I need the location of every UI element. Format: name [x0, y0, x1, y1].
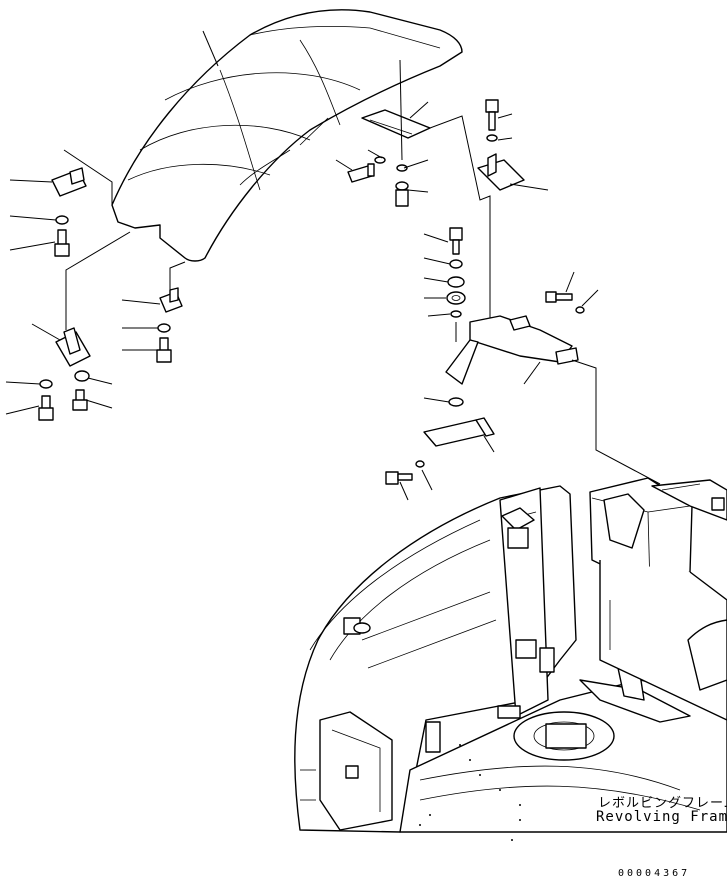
bolt-top-center-a [335, 149, 386, 183]
bolt-top-center-b [395, 159, 429, 207]
bolt-left-middle [122, 337, 172, 363]
bracket-center-lower [423, 417, 495, 453]
bolt-center-right [545, 271, 599, 314]
fender-cover [111, 9, 463, 262]
leader-left-link-a [65, 231, 131, 330]
washer-center-stack-b [423, 276, 465, 288]
washer-left-middle [122, 323, 171, 333]
frame-detail-dots [419, 744, 521, 841]
revolving-frame-label-en: Revolving Frame [596, 809, 727, 825]
leader-top-right-link [429, 115, 491, 320]
bracket-left-middle [121, 261, 186, 313]
washer-left-upper [9, 215, 69, 225]
bolt-left-upper [9, 229, 70, 257]
bolt-center-stack [423, 227, 463, 255]
leader-fender [202, 30, 219, 67]
spacer-center-stack [424, 291, 466, 305]
washer-center-lower [423, 397, 464, 407]
bracket-top-center [361, 59, 431, 161]
revolving-frame [294, 477, 727, 833]
revolving-frame-label-jp: レボルビングフレーム [598, 796, 727, 811]
bracket-left-lower [31, 323, 91, 367]
bracket-top-right [477, 153, 549, 191]
bolt-left-lower [5, 395, 54, 421]
bracket-center-large [445, 315, 579, 385]
leader-frame-link [571, 359, 661, 485]
bolt-left-lower-b [72, 389, 113, 411]
bolt-center-lower [385, 460, 433, 501]
washer-center-stack-a [423, 257, 463, 269]
collar-center-stack [427, 310, 462, 342]
nut-left-lower [74, 370, 113, 385]
bracket-left-upper [9, 149, 113, 205]
washer-left-lower [5, 379, 53, 389]
bolt-top-right [485, 99, 513, 142]
drawing-number: 00004367 [618, 868, 691, 879]
